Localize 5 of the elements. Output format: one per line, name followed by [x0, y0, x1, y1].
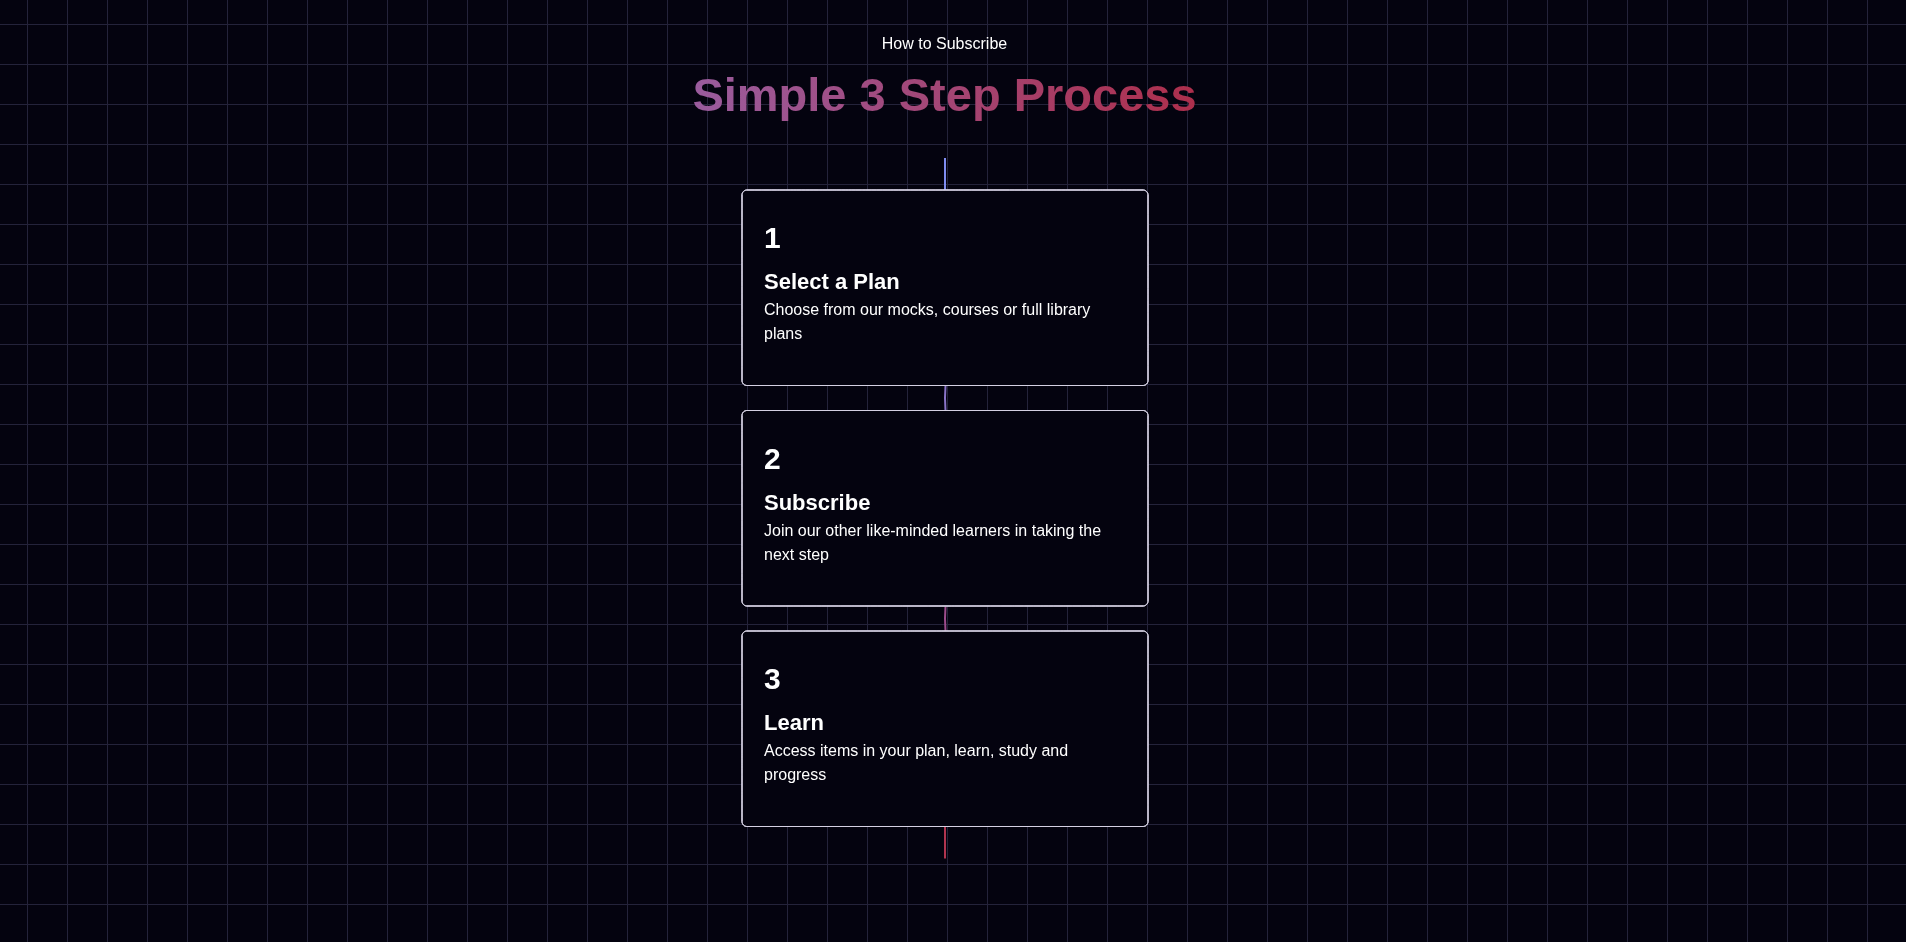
connector-line — [943, 605, 946, 633]
connector-line — [943, 385, 946, 412]
subtitle: How to Subscribe — [881, 34, 1008, 54]
connector-line — [943, 825, 946, 860]
connector-line — [943, 157, 946, 191]
